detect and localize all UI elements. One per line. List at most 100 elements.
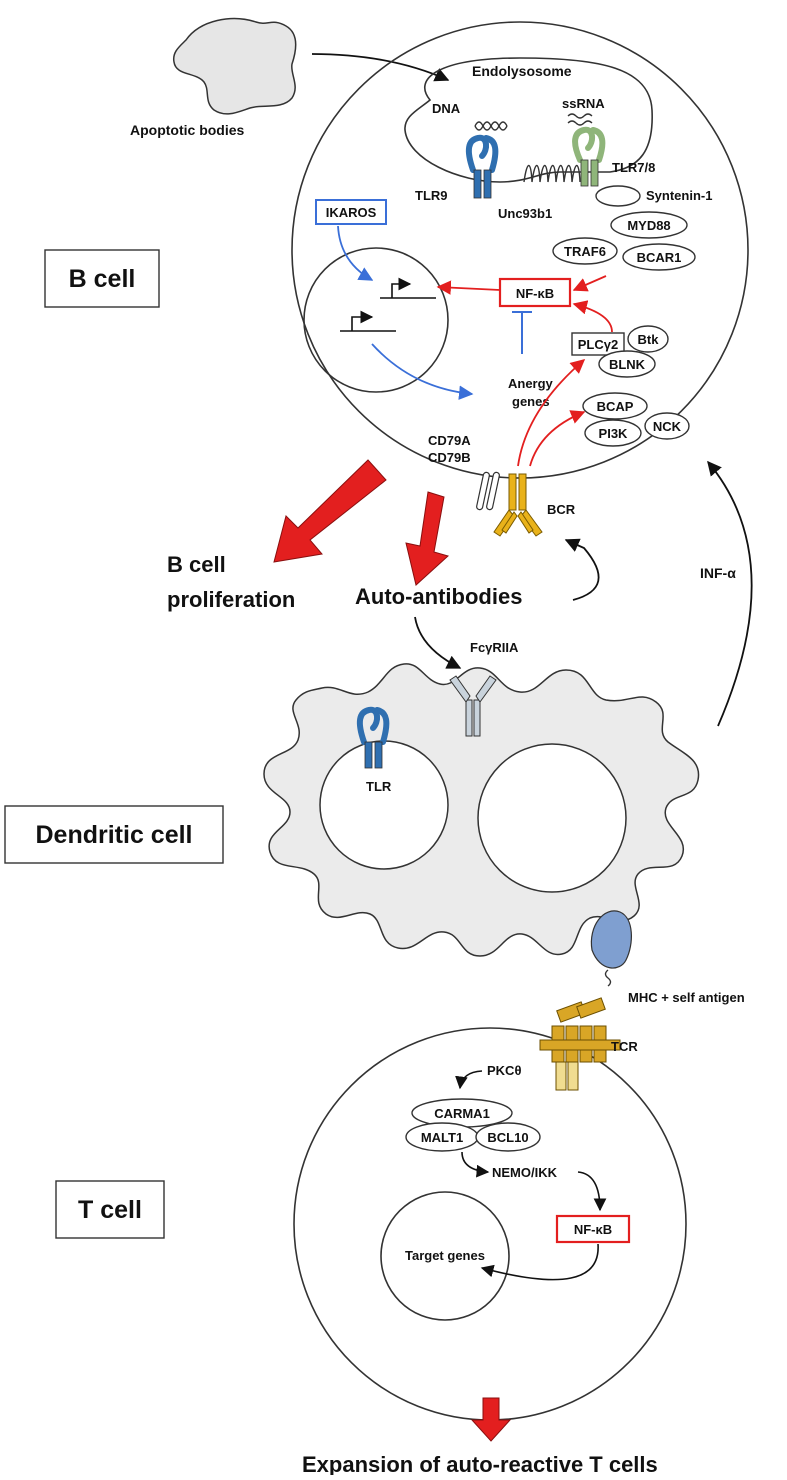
mhc-label: MHC + self antigen [628,990,745,1005]
pkc-to-carma-arrow [455,1070,483,1090]
bcap-oval [582,392,648,420]
syntenin-oval [595,185,641,207]
ikaros-label: IKAROS [326,205,377,220]
antibodies-feedback-arrow [564,538,600,601]
plc-to-nfkb-arrow [572,300,613,333]
bcar1-label: BCAR1 [637,250,682,265]
dna-helix-icon-b [474,121,508,131]
btk-label: Btk [638,332,660,347]
tlr78-receptor-icon [572,126,606,187]
bcr-to-bcap-arrow [529,410,586,467]
traf6-oval [552,237,618,265]
anergy-label-line2: genes [512,394,550,409]
cd79b-label: CD79B [428,450,471,465]
fcgriia-label: FcγRIIA [470,640,519,655]
nck-oval [644,412,690,440]
anergy-inhibits-nfkb [512,311,532,354]
tlr9-label: TLR9 [415,188,448,203]
ssrna-icon [567,113,593,126]
dc-endosome [319,740,449,870]
cd79-heterodimer-icon [476,471,500,511]
expansion-red-arrow [470,1397,512,1442]
nfkb-to-nucleus-arrow [436,280,501,295]
plcg2-label: PLCγ2 [578,337,618,352]
pkc-label: PKCθ [487,1063,521,1078]
target-genes-label: Target genes [405,1248,485,1263]
endolysosome-membrane [404,57,653,183]
b-cell-label-box [44,249,160,308]
b-cell-side-label: B cell [69,265,136,293]
plcg2-box [571,332,625,356]
bcr-receptor-icon [493,473,543,537]
b-cell-nucleus [303,247,449,393]
t-cell-nfkb-box [555,1214,631,1244]
pi3k-oval [584,419,642,447]
tlr-receptor-icon [356,706,390,769]
myd88-oval [610,211,688,239]
inf-alpha-label: INF-α [700,565,736,581]
bcap-label: BCAP [597,399,634,414]
t-cell-label-box [55,1180,165,1239]
fcgriia-receptor-icon [449,675,497,737]
apoptotic-uptake-arrow [311,53,450,82]
tcr-label: TCR [611,1039,638,1054]
anergy-label-line1: Anergy [508,376,554,391]
nemo-to-nfkb-arrow [577,1171,607,1212]
tcr-receptor-icon [539,997,621,1091]
nucleus-to-anergy-arrow [371,343,474,400]
apoptotic-bodies-label: Apoptotic bodies [130,122,245,138]
blnk-label: BLNK [609,357,646,372]
bcr-label: BCR [547,502,576,517]
inf-alpha-arrow [707,460,753,727]
apoptotic-body-shape [172,17,297,115]
dna-label: DNA [432,101,461,116]
syntenin-label: Syntenin-1 [646,188,712,203]
btk-oval [627,325,669,353]
blnk-oval [598,350,656,378]
antibodies-to-fc-arrow [414,616,462,669]
malt1-label: MALT1 [421,1130,463,1145]
dendritic-cell-label-box [4,805,224,864]
carma-to-nemo-arrow [461,1151,490,1178]
pi3k-label: PI3K [599,426,629,441]
unc93b1-coil-icon [523,164,581,183]
dendritic-cell-side-label: Dendritic cell [36,821,193,849]
tlr9-receptor-icon [465,134,499,199]
auto-antibodies-red-arrow [405,491,450,586]
ikaros-to-nucleus-arrow [337,225,374,281]
nfkb-label: NF-κB [516,286,554,301]
t-cell-nucleus [380,1191,510,1321]
proliferation-red-arrow [273,459,387,563]
carma1-label: CARMA1 [434,1106,490,1121]
proliferation-label-line2: proliferation [167,587,295,612]
expansion-label: Expansion of auto-reactive T cells [302,1452,658,1475]
nck-label: NCK [653,419,682,434]
t-cell: TCR PKCθ CARMA1 MALT1 BCL10 NEMO/IKK Tar… [293,997,687,1421]
nemo-label: NEMO/IKK [492,1165,558,1180]
bcl10-label: BCL10 [487,1130,528,1145]
gene-promoter-icon [340,277,436,332]
tlr-to-nfkb-arrow [572,275,607,292]
nfkb-to-target-arrow [480,1243,599,1281]
proliferation-label-line1: B cell [167,552,226,577]
bcr-to-plc-arrow [517,359,586,467]
t-cell-nfkb-label: NF-κB [574,1222,612,1237]
bcl10-oval [475,1122,541,1152]
unc93b1-label: Unc93b1 [498,206,552,221]
b-cell: Apoptotic bodies Endolysosome DNA ssRNA … [130,17,749,537]
tlr78-label: TLR7/8 [612,160,655,175]
mhc-linker [604,969,612,987]
bcar1-oval [622,243,696,271]
ssrna-label: ssRNA [562,96,605,111]
auto-antibodies-label: Auto-antibodies [355,584,522,609]
tlr-label: TLR [366,779,392,794]
dc-nucleus [477,743,627,893]
ikaros-box [315,199,387,225]
myd88-label: MYD88 [627,218,670,233]
nfkb-box [498,277,572,308]
traf6-label: TRAF6 [564,244,606,259]
t-cell-side-label: T cell [78,1196,142,1224]
cd79a-label: CD79A [428,433,471,448]
